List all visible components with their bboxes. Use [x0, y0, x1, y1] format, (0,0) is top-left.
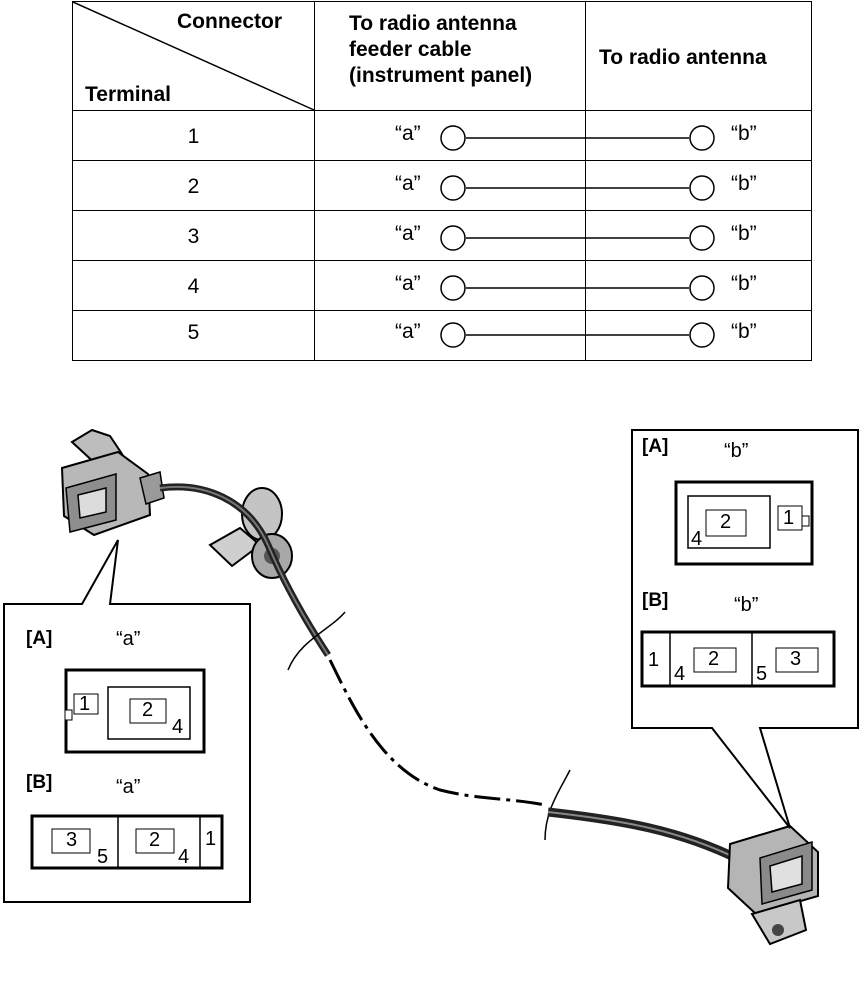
header-diagonal: [73, 2, 315, 111]
row4-b: “b”: [731, 272, 757, 295]
right-conn-A: “b”: [724, 440, 749, 462]
terminal-5: 5: [187, 321, 200, 344]
right-conn-B: “b”: [734, 594, 759, 616]
left-B-pin-1: 1: [205, 828, 217, 850]
row1-b: “b”: [731, 122, 757, 145]
left-A-pin-1: 1: [79, 693, 91, 715]
header-col-b: To radio antenna: [599, 46, 767, 69]
row-divider: [73, 160, 811, 161]
left-label-A: [A]: [26, 628, 53, 649]
header-col-a-line2: feeder cable: [349, 38, 472, 61]
left-callout-box: [3, 539, 251, 903]
row3-a: “a”: [395, 222, 421, 245]
left-connector-illustration: [60, 428, 165, 537]
row2-a: “a”: [395, 172, 421, 195]
left-B-pin-2: 2: [149, 829, 161, 851]
left-conn-A: “a”: [116, 628, 141, 650]
left-B-pin-4: 4: [178, 846, 190, 868]
column-divider: [585, 2, 586, 360]
right-connector-illustration: [726, 824, 819, 946]
row3-b: “b”: [731, 222, 757, 245]
right-B-pin-5: 5: [756, 663, 768, 685]
row-divider: [73, 310, 811, 311]
left-conn-B: “a”: [116, 776, 141, 798]
right-B-pin-1: 1: [648, 649, 660, 671]
right-B-pin-2: 2: [708, 648, 720, 670]
terminal-3: 3: [187, 225, 200, 248]
left-B-pin-5: 5: [97, 846, 109, 868]
header-col-a-line1: To radio antenna: [349, 12, 517, 35]
left-label-B: [B]: [26, 772, 53, 793]
right-A-pin-1: 1: [783, 507, 795, 529]
terminal-4: 4: [187, 275, 200, 298]
row5-a: “a”: [395, 320, 421, 343]
continuity-lines: [440, 125, 715, 348]
right-callout-box: [631, 429, 859, 829]
row-divider: [73, 260, 811, 261]
right-B-pin-3: 3: [790, 648, 802, 670]
terminal-2: 2: [187, 175, 200, 198]
terminal-1: 1: [187, 125, 200, 148]
row4-a: “a”: [395, 272, 421, 295]
header-terminal: Terminal: [85, 83, 171, 106]
right-A-pin-4: 4: [691, 528, 703, 550]
header-divider: [73, 110, 811, 111]
row5-b: “b”: [731, 320, 757, 343]
row1-a: “a”: [395, 122, 421, 145]
left-A-pin-4: 4: [172, 716, 184, 738]
left-A-pin-2: 2: [142, 699, 154, 721]
column-divider: [314, 2, 315, 360]
row2-b: “b”: [731, 172, 757, 195]
row-divider: [73, 210, 811, 211]
right-A-pin-2: 2: [720, 511, 732, 533]
header-col-a-line3: (instrument panel): [349, 64, 533, 87]
left-B-pin-3: 3: [66, 829, 78, 851]
continuity-table: Connector Terminal To radio antenna feed…: [72, 1, 812, 361]
right-label-B: [B]: [642, 590, 669, 611]
right-B-pin-4: 4: [674, 663, 686, 685]
right-label-A: [A]: [642, 436, 669, 457]
header-connector: Connector: [177, 10, 282, 33]
